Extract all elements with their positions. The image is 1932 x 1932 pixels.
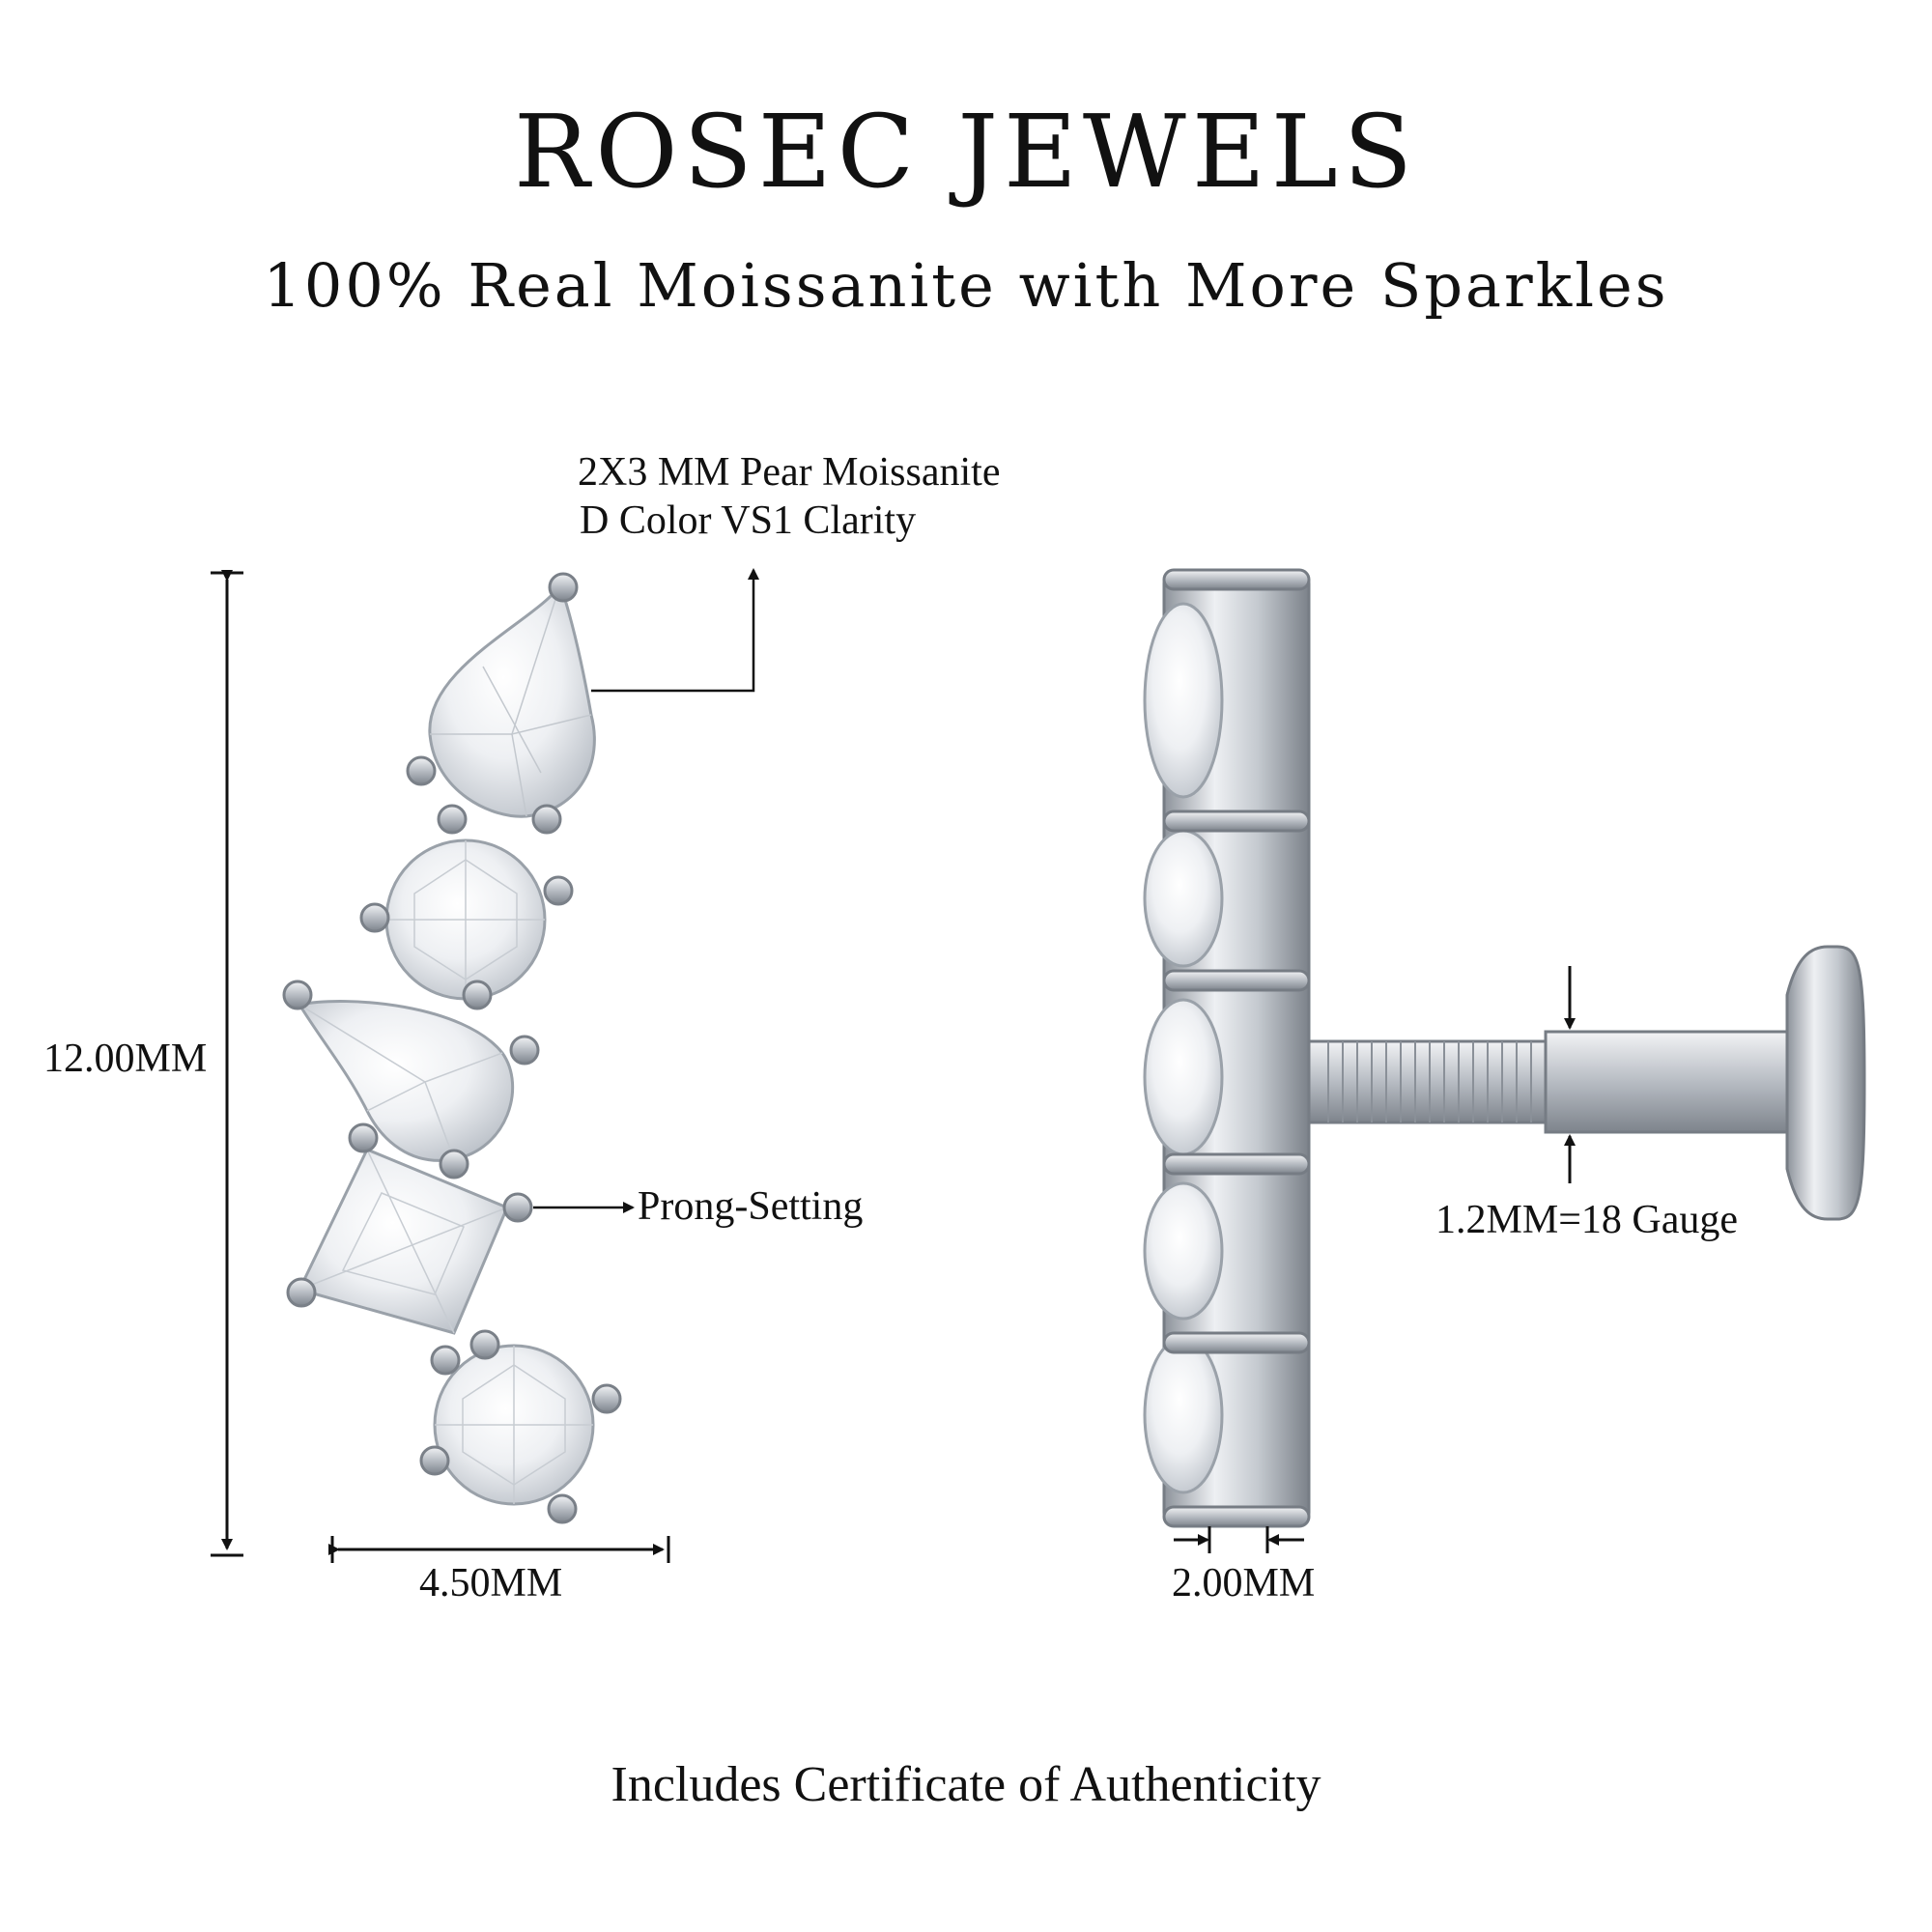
prong-group	[282, 572, 622, 1524]
height-dimension-line	[211, 570, 243, 1557]
width-dimension-line	[328, 1536, 670, 1563]
certificate-note: Includes Certificate of Authenticity	[611, 1757, 1321, 1812]
gauge-dimension-label: 1.2MM=18 Gauge	[1435, 1198, 1738, 1242]
thickness-dimension-label: 2.00MM	[1172, 1561, 1316, 1605]
stone-spec-line1: 2X3 MM Pear Moissanite	[578, 450, 1001, 495]
brand-title: ROSEC JEWELS	[513, 93, 1419, 211]
tagline: 100% Real Moissanite with More Sparkles	[263, 250, 1669, 321]
side-view-earring	[1143, 568, 1866, 1528]
width-dimension-label: 4.50MM	[419, 1561, 563, 1605]
front-view-earring	[282, 572, 622, 1524]
prong-setting-label: Prong-Setting	[638, 1184, 864, 1229]
pear-stone-top	[428, 581, 596, 818]
thickness-dimension-line	[1174, 1526, 1304, 1553]
stone-spec-leader	[591, 568, 759, 693]
pear-stone-middle	[297, 1000, 515, 1162]
princess-stone	[297, 1148, 509, 1335]
height-dimension-label: 12.00MM	[43, 1037, 208, 1081]
stone-spec-line2: D Color VS1 Clarity	[580, 498, 917, 543]
